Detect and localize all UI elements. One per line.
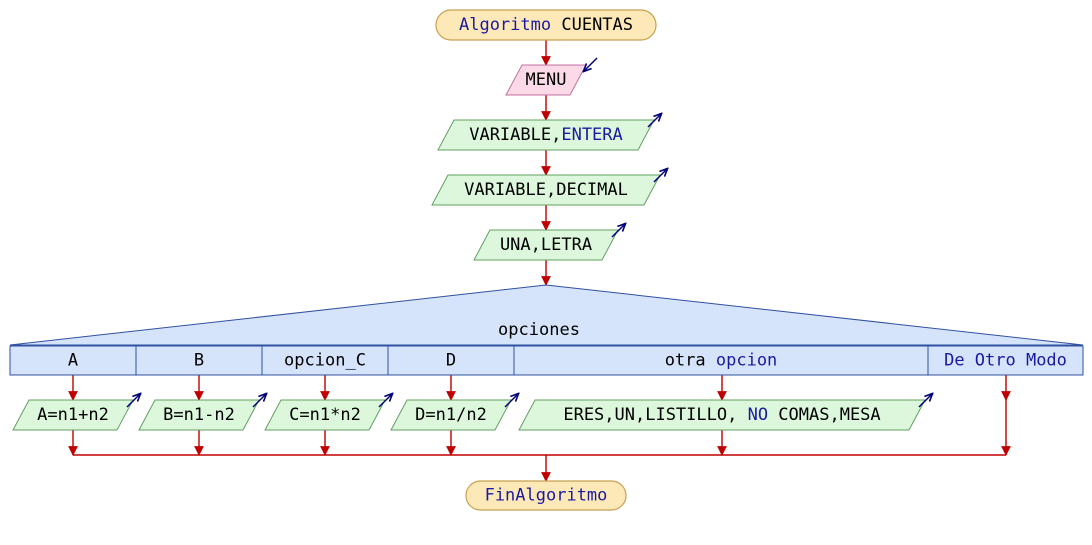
case-label: De Otro Modo bbox=[944, 351, 1067, 371]
case-label-part: De Otro Modo bbox=[944, 351, 1067, 371]
arrow-up-right-icon bbox=[918, 394, 932, 408]
input-text-part: VARIABLE, bbox=[469, 125, 561, 145]
switch-triangle bbox=[9, 284, 1084, 346]
case-cell-box bbox=[927, 345, 1084, 376]
action-text-part: COMAS,MESA bbox=[768, 405, 881, 425]
arrow-up-right-icon bbox=[252, 394, 266, 408]
input-shape bbox=[518, 399, 926, 431]
arrow-up-right-icon bbox=[653, 169, 667, 183]
output-text-part: MENU bbox=[526, 70, 567, 90]
input-shape bbox=[138, 399, 260, 431]
input-shape bbox=[390, 399, 512, 431]
case-cell: opcion_C bbox=[261, 345, 389, 376]
case-actions: A=n1+n2 B=n1-n2 C=n1*n2 D=n1/n2 ERES,UN,LIST… bbox=[12, 394, 932, 431]
case-label: otra opcion bbox=[665, 351, 778, 371]
case-cell: otra opcion bbox=[513, 345, 929, 376]
case-label-part: B bbox=[194, 351, 204, 371]
case-label-part: A bbox=[68, 351, 78, 371]
input-shape bbox=[264, 399, 386, 431]
start-terminal: Algoritmo CUENTAS bbox=[435, 9, 657, 41]
input-text-part: UNA,LETRA bbox=[500, 235, 592, 255]
case-action: ERES,UN,LISTILLO, NO COMAS,MESA bbox=[518, 394, 932, 431]
action-text: C=n1*n2 bbox=[289, 405, 361, 425]
arrow-up-right-icon bbox=[126, 394, 140, 408]
end-terminal: FinAlgoritmo bbox=[465, 480, 627, 511]
arrow-up-right-icon bbox=[378, 394, 392, 408]
action-text-part: ERES,UN,LISTILLO, bbox=[563, 405, 747, 425]
case-label: opcion_C bbox=[284, 351, 366, 371]
case-action: B=n1-n2 bbox=[138, 394, 266, 431]
end-keyword: FinAlgoritmo bbox=[485, 486, 608, 506]
case-cell: A bbox=[9, 345, 137, 376]
case-action: C=n1*n2 bbox=[264, 394, 392, 431]
algorithm-name: CUENTAS bbox=[561, 15, 633, 35]
case-cell: De Otro Modo bbox=[927, 345, 1084, 376]
case-action: D=n1/n2 bbox=[390, 394, 518, 431]
input-text: UNA,LETRA bbox=[500, 235, 592, 255]
action-text: B=n1-n2 bbox=[163, 405, 235, 425]
case-label: B bbox=[194, 351, 204, 371]
switch-variable: opciones bbox=[498, 320, 580, 340]
input-text: VARIABLE,ENTERA bbox=[469, 125, 623, 145]
case-cell: D bbox=[387, 345, 515, 376]
case-cell-box bbox=[135, 345, 263, 376]
step-input: UNA,LETRA bbox=[473, 224, 625, 261]
case-label-part: opcion bbox=[716, 351, 777, 371]
action-text: ERES,UN,LISTILLO, NO COMAS,MESA bbox=[563, 405, 880, 425]
input-shape bbox=[437, 119, 655, 151]
input-shape bbox=[473, 229, 619, 261]
case-cell-box bbox=[387, 345, 515, 376]
input-text-part: VARIABLE,DECIMAL bbox=[464, 180, 628, 200]
arrow-down-left-icon bbox=[584, 57, 598, 71]
case-cell: B bbox=[135, 345, 263, 376]
action-text: D=n1/n2 bbox=[415, 405, 487, 425]
start-label: Algoritmo CUENTAS bbox=[459, 15, 633, 35]
arrow-up-right-icon bbox=[647, 114, 661, 128]
case-label-part: otra bbox=[665, 351, 716, 371]
case-label: A bbox=[68, 351, 78, 371]
step-input: VARIABLE,ENTERA bbox=[437, 114, 661, 151]
case-cell-box bbox=[9, 345, 137, 376]
step-output: MENU bbox=[505, 57, 598, 96]
case-action: A=n1+n2 bbox=[12, 394, 140, 431]
flow-connectors bbox=[68, 40, 1011, 482]
case-label: D bbox=[446, 351, 456, 371]
case-cell-box bbox=[261, 345, 389, 376]
case-label-part: D bbox=[446, 351, 456, 371]
input-text: VARIABLE,DECIMAL bbox=[464, 180, 628, 200]
case-label-part: opcion_C bbox=[284, 351, 366, 371]
output-text: MENU bbox=[526, 70, 567, 90]
input-text-part: ENTERA bbox=[561, 125, 622, 145]
output-shape bbox=[505, 64, 587, 96]
step-input: VARIABLE,DECIMAL bbox=[431, 169, 667, 206]
arrow-up-right-icon bbox=[611, 224, 625, 238]
case-cell-box bbox=[513, 345, 929, 376]
input-shape bbox=[431, 174, 661, 206]
action-text-part: NO bbox=[748, 405, 768, 425]
action-text: A=n1+n2 bbox=[37, 405, 109, 425]
start-keyword: Algoritmo bbox=[459, 15, 551, 35]
input-shape bbox=[12, 399, 134, 431]
sequence-steps: MENU VARIABLE,ENTERA VARIABLE,DECIMAL UNA,L… bbox=[431, 57, 667, 261]
arrow-up-right-icon bbox=[504, 394, 518, 408]
